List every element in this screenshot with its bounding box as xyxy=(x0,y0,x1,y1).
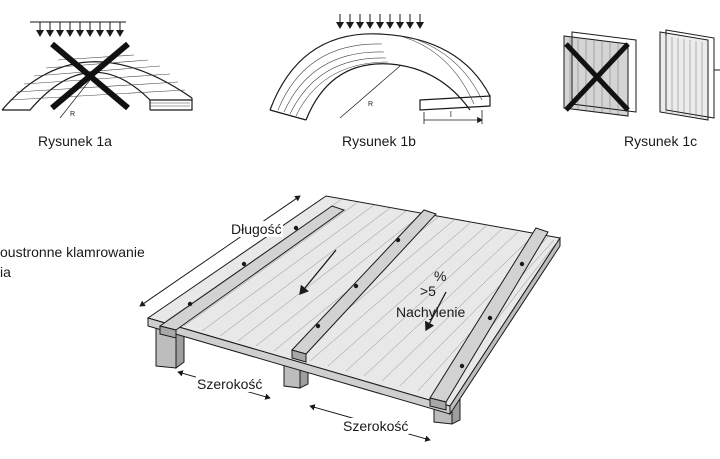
length-dimension xyxy=(139,195,301,307)
load-arrows-1a xyxy=(30,21,126,37)
length-label: Długość xyxy=(230,221,283,237)
slope-arrow-right xyxy=(425,291,447,332)
panel-correct xyxy=(659,29,720,121)
slope-percent: % xyxy=(434,268,447,284)
load-arrows-1b xyxy=(336,14,424,29)
slope-value: >5 xyxy=(420,283,436,299)
width-label-left: Szerokość xyxy=(196,376,264,392)
panel-crossed xyxy=(563,31,637,117)
screws xyxy=(187,225,525,369)
slope-label: Nachylenie xyxy=(396,304,466,320)
caption-rysunek-1a: Rysunek 1a xyxy=(38,133,112,149)
radius-mark-1a: R xyxy=(70,111,75,118)
length-dimension-1b xyxy=(423,110,483,124)
figure-1c-panels xyxy=(563,29,720,121)
caption-rysunek-1c: Rysunek 1c xyxy=(624,133,698,149)
cross-mark-1a xyxy=(50,41,130,111)
roof-diagram xyxy=(139,195,561,442)
slope-arrow-left xyxy=(299,249,337,296)
figure-1a-arch: R xyxy=(1,21,193,119)
left-text-line-1: oustronne klamrowanie xyxy=(0,244,145,260)
cross-mark-1c xyxy=(564,42,630,112)
caption-rysunek-1b: Rysunek 1b xyxy=(342,133,416,149)
figure-1b-arch: R l xyxy=(269,14,491,124)
length-mark-1b: l xyxy=(450,110,452,119)
radius-mark-1b: R xyxy=(368,101,373,108)
clamp-profiles xyxy=(158,205,549,411)
left-text-line-2: ia xyxy=(0,264,11,280)
width-label-right: Szerokość xyxy=(342,418,410,434)
